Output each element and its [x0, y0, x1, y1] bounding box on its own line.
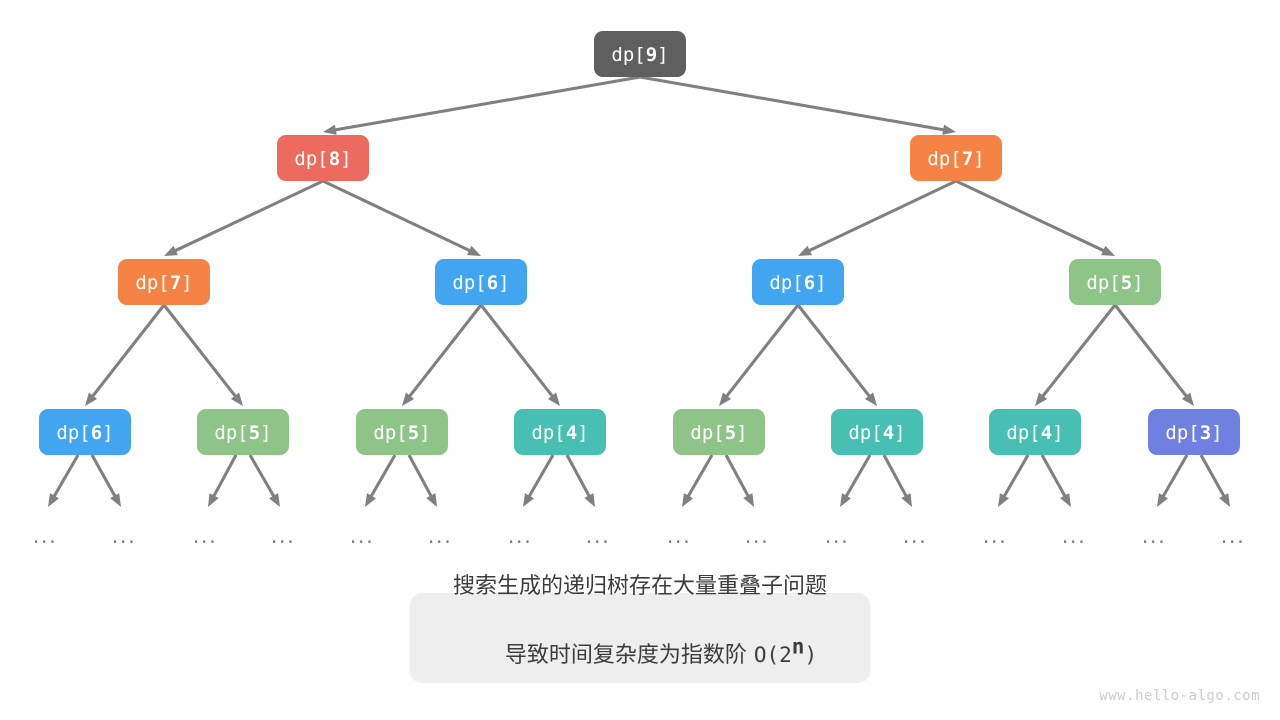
tree-node-dp5[interactable]: dp[5] [1069, 259, 1161, 305]
ellipsis-label: ... [1221, 524, 1246, 548]
ellipsis-edge [882, 454, 912, 507]
node-label: dp[7] [135, 272, 192, 294]
ellipsis-edge [90, 454, 121, 507]
node-label: dp[3] [1165, 422, 1222, 444]
tree-edge [639, 75, 956, 135]
ellipsis-label: ... [193, 524, 218, 548]
node-label: dp[8] [294, 148, 351, 170]
ellipsis-label: ... [112, 524, 137, 548]
complexity-formula-base: O(2 [753, 642, 792, 667]
nodes-layer: dp[9] dp[8] dp[7] dp[7] dp[6] dp[6] dp[5] dp[6]… [39, 31, 1240, 455]
ellipsis-layer: ........................................… [33, 524, 1246, 548]
ellipsis-edge [208, 454, 238, 507]
ellipsis-label: ... [745, 524, 770, 548]
tree-edge [1035, 304, 1117, 406]
tree-edge [322, 179, 481, 256]
ellipsis-label: ... [667, 524, 692, 548]
node-label: dp[4] [531, 422, 588, 444]
tree-edge [1113, 304, 1194, 406]
tree-node-dp6[interactable]: dp[6] [752, 259, 844, 305]
ellipsis-edge [724, 454, 754, 507]
tree-edge [162, 304, 243, 406]
tree-edge [719, 304, 800, 406]
tree-edge [798, 179, 957, 256]
tree-node-dp6[interactable]: dp[6] [39, 409, 131, 455]
ellipsis-edge [840, 454, 872, 507]
node-label: dp[5] [214, 422, 271, 444]
node-label: dp[5] [690, 422, 747, 444]
node-label: dp[7] [927, 148, 984, 170]
tree-node-dp5[interactable]: dp[5] [356, 409, 448, 455]
ellipsis-label: ... [33, 524, 58, 548]
ellipsis-edge [565, 454, 595, 507]
ellipsis-edge [1199, 454, 1230, 507]
tree-edge [323, 75, 641, 135]
ellipsis-edge [248, 454, 280, 507]
ellipsis-edge [1157, 454, 1189, 507]
ellipsis-label: ... [508, 524, 533, 548]
tree-node-dp6[interactable]: dp[6] [435, 259, 527, 305]
ellipsis-edge [998, 454, 1030, 507]
complexity-formula-exponent: n [791, 634, 805, 659]
node-label: dp[5] [373, 422, 430, 444]
tree-node-dp4[interactable]: dp[4] [989, 409, 1081, 455]
node-label: dp[4] [1006, 422, 1063, 444]
tree-edge [796, 304, 877, 406]
ellipsis-edge [365, 454, 397, 507]
ellipsis-label: ... [1062, 524, 1087, 548]
node-label: dp[5] [1086, 272, 1143, 294]
ellipsis-label: ... [1142, 524, 1167, 548]
ellipsis-edge [407, 454, 437, 507]
tree-edge [479, 304, 560, 406]
ellipsis-label: ... [428, 524, 453, 548]
caption-line-2-text: 导致时间复杂度为指数阶 [504, 642, 754, 668]
edges-layer [85, 75, 1194, 406]
node-label: dp[6] [452, 272, 509, 294]
node-label: dp[4] [848, 422, 905, 444]
tree-edge [955, 179, 1115, 256]
complexity-formula-tail: ) [804, 642, 818, 667]
ellipsis-edge [682, 454, 714, 507]
node-label: dp[6] [769, 272, 826, 294]
caption-line-1: 搜索生成的递归树存在大量重叠子问题 [452, 573, 827, 599]
tree-edge [85, 304, 166, 406]
ellipsis-edge [48, 454, 80, 507]
tree-node-dp4[interactable]: dp[4] [831, 409, 923, 455]
ellipsis-label: ... [350, 524, 375, 548]
ellipsis-edge [523, 454, 555, 507]
caption-box: 搜索生成的递归树存在大量重叠子问题 导致时间复杂度为指数阶 O(2n) [410, 574, 870, 683]
tree-node-dp7[interactable]: dp[7] [118, 259, 210, 305]
tree-node-dp5[interactable]: dp[5] [197, 409, 289, 455]
tree-edge [402, 304, 483, 406]
ellipsis-arrows-layer [48, 454, 1230, 507]
tree-node-dp3[interactable]: dp[3] [1148, 409, 1240, 455]
tree-node-dp5[interactable]: dp[5] [673, 409, 765, 455]
tree-node-dp4[interactable]: dp[4] [514, 409, 606, 455]
watermark: www.hello-algo.com [1099, 688, 1260, 704]
node-label: dp[9] [611, 44, 668, 66]
tree-node-dp9[interactable]: dp[9] [594, 31, 686, 77]
ellipsis-label: ... [825, 524, 850, 548]
tree-node-dp8[interactable]: dp[8] [277, 135, 369, 181]
tree-node-dp7[interactable]: dp[7] [910, 135, 1002, 181]
caption-line-2: 导致时间复杂度为指数阶 O(2n) [463, 604, 817, 707]
ellipsis-edge [1040, 454, 1071, 507]
node-label: dp[6] [56, 422, 113, 444]
ellipsis-label: ... [586, 524, 611, 548]
ellipsis-label: ... [903, 524, 928, 548]
tree-edge [164, 179, 324, 256]
ellipsis-label: ... [983, 524, 1008, 548]
ellipsis-label: ... [271, 524, 296, 548]
